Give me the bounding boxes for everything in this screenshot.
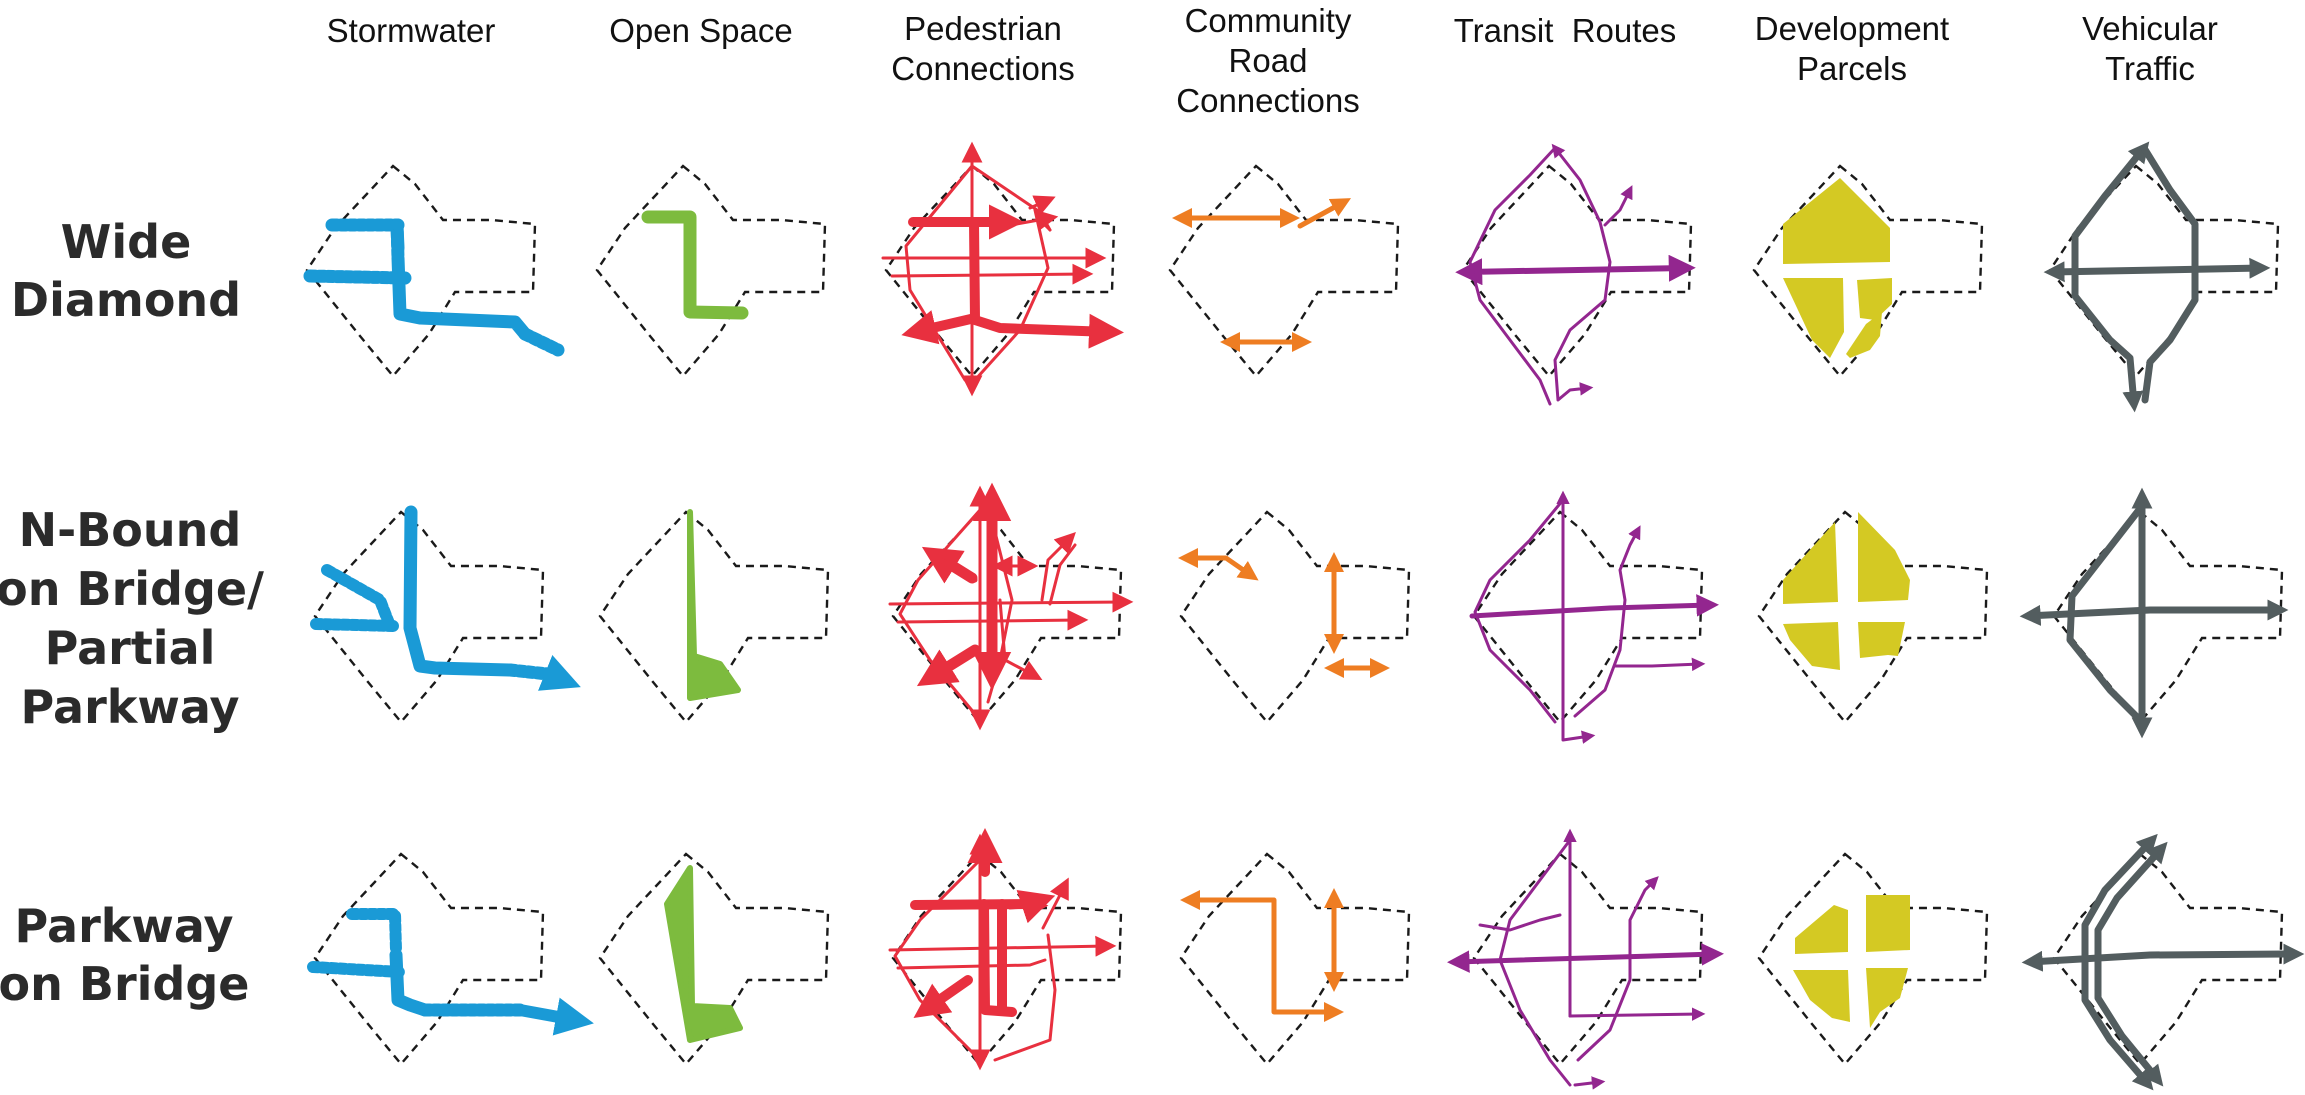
- vehicular-diagrams: [2019, 141, 2305, 1091]
- development-diagrams: [1783, 178, 1910, 1028]
- stormwater-n-bound-partial-parkway: [310, 505, 581, 691]
- open-space-diagrams: [641, 210, 749, 1043]
- development-wide-diamond: [1783, 178, 1892, 358]
- column-header-transit-routes: Transit Routes: [1454, 12, 1677, 49]
- site-outline: [313, 510, 545, 724]
- vehicular-parkway-on-bridge: [2021, 833, 2305, 1091]
- transit-wide-diamond: [1455, 143, 1696, 406]
- community-road-diagrams: [1172, 198, 1390, 1022]
- site-outline: [598, 852, 830, 1066]
- community-road-n-bound-partial-parkway: [1178, 548, 1390, 678]
- site-outline: [1179, 510, 1411, 724]
- column-header-open-space: Open Space: [609, 12, 792, 49]
- vehicular-wide-diamond: [2043, 141, 2271, 413]
- column-header-stormwater: Stormwater: [327, 12, 496, 49]
- site-outline: [891, 510, 1123, 724]
- site-outline: [1752, 164, 1984, 378]
- site-outline: [595, 164, 827, 378]
- pedestrian-n-bound-partial-parkway: [888, 482, 1134, 731]
- site-outline: [1472, 510, 1704, 724]
- site-outline: [1179, 852, 1411, 1066]
- site-outline: [884, 164, 1116, 378]
- transit-n-bound-partial-parkway: [1469, 490, 1719, 744]
- site-outline: [598, 510, 830, 724]
- open-space-wide-diamond: [641, 210, 749, 320]
- community-road-wide-diamond: [1172, 198, 1352, 352]
- site-outlines: [305, 164, 2284, 1066]
- community-road-parkway-on-bridge: [1180, 888, 1344, 1022]
- site-outline: [313, 852, 545, 1066]
- site-outline: [2052, 510, 2284, 724]
- pedestrian-wide-diamond: [881, 141, 1124, 397]
- stormwater-diagrams: [303, 218, 594, 1036]
- site-outline: [305, 164, 537, 378]
- open-space-parkway-on-bridge: [664, 865, 743, 1043]
- transit-diagrams: [1447, 143, 1724, 1090]
- stormwater-wide-diamond: [303, 218, 565, 357]
- site-outline: [1757, 852, 1989, 1066]
- stormwater-parkway-on-bridge: [307, 908, 594, 1036]
- vehicular-n-bound-partial-parkway: [2019, 487, 2289, 739]
- transit-parkway-on-bridge: [1447, 828, 1724, 1090]
- open-space-n-bound-partial-parkway: [687, 509, 741, 701]
- development-parkway-on-bridge: [1793, 895, 1910, 1028]
- pedestrian-parkway-on-bridge: [888, 828, 1117, 1071]
- development-n-bound-partial-parkway: [1783, 512, 1910, 670]
- pedestrian-diagrams: [881, 141, 1134, 1071]
